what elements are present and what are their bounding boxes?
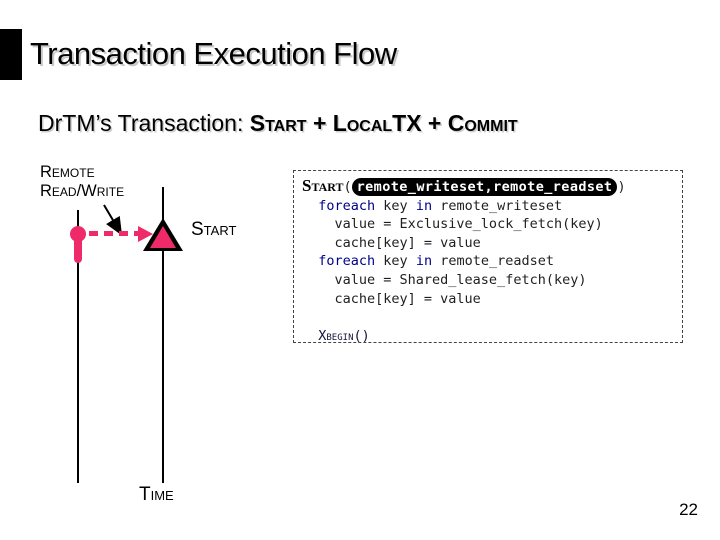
code-segment-plain	[302, 253, 318, 269]
code-segment-plain: key	[375, 253, 416, 270]
code-line: foreach key in remote_readset	[302, 252, 682, 271]
code-block: Start(remote_writeset,remote_readset) fo…	[293, 170, 683, 346]
code-segment-plain	[302, 198, 318, 214]
remote-op-pin-stem	[74, 236, 82, 263]
code-segment-plain: value = Shared_lease_fetch(key)	[302, 271, 587, 288]
timeline-left	[77, 210, 79, 483]
code-segment-plain: value = Exclusive_lock_fetch(key)	[302, 216, 603, 233]
code-line: Xbegin()	[302, 327, 682, 346]
annotation-arrow-icon	[103, 204, 123, 236]
subtitle-emphasis: Start + LocalTX + Commit	[249, 110, 518, 136]
code-segment-plain: remote_writeset	[432, 197, 563, 214]
code-segment-plain: (	[343, 179, 352, 195]
code-segment-plain: cache[key] = value	[302, 234, 481, 251]
time-axis-label: Time	[139, 484, 174, 505]
code-segment-fn: Start	[302, 176, 344, 195]
code-line: value = Shared_lease_fetch(key)	[302, 271, 682, 290]
title-bullet-decoration	[0, 29, 22, 80]
code-segment-keyword: foreach	[318, 253, 376, 270]
dashed-arrowhead-icon	[138, 226, 153, 242]
code-segment-keyword: in	[415, 253, 433, 270]
code-segment-plain: cache[key] = value	[302, 290, 481, 307]
code-segment-keyword: foreach	[318, 197, 376, 214]
subtitle: DrTM’s Transaction: Start + LocalTX + Co…	[38, 110, 518, 137]
code-line: foreach key in remote_writeset	[302, 197, 682, 216]
code-line	[302, 308, 682, 327]
code-segment-plain: )	[617, 179, 626, 195]
remote-label-line2: Read/Write	[40, 182, 125, 200]
code-line: value = Exclusive_lock_fetch(key)	[302, 215, 682, 234]
dashed-arrow-line	[89, 231, 139, 236]
subtitle-prefix: DrTM’s Transaction:	[38, 110, 250, 136]
code-line: cache[key] = value	[302, 290, 682, 309]
code-line: Start(remote_writeset,remote_readset)	[302, 176, 682, 197]
code-line: cache[key] = value	[302, 234, 682, 253]
timeline-right	[162, 187, 164, 483]
remote-label-line1: Remote	[40, 163, 95, 181]
code-segment-plain: key	[375, 197, 416, 214]
start-label: Start	[191, 219, 237, 240]
page-number: 22	[679, 500, 698, 519]
code-segment-plain	[302, 328, 318, 344]
code-segment-highlight: remote_writeset,remote_readset	[351, 178, 618, 196]
code-segment-keyword: in	[415, 197, 433, 214]
code-segment-plain: remote_readset	[432, 253, 554, 270]
remote-readwrite-label: Remote Read/Write	[40, 163, 124, 201]
code-segment-plain	[302, 309, 310, 325]
page-title: Transaction Execution Flow	[30, 36, 397, 71]
code-segment-fn2: Xbegin()	[318, 327, 370, 344]
